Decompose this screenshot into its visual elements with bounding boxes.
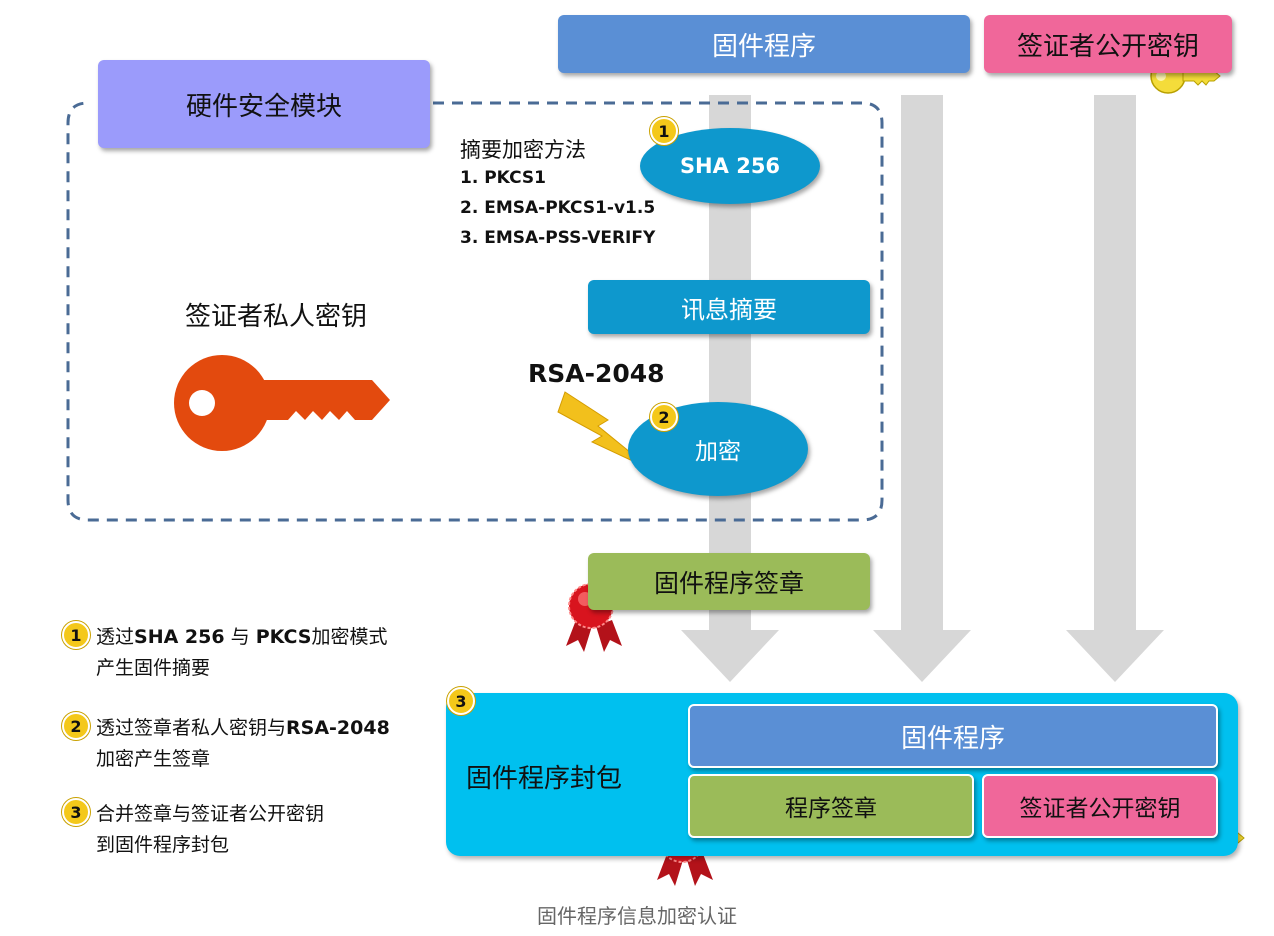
figure-caption: 固件程序信息加密认证 [537, 904, 737, 928]
legend-step-1-pkcs: PKCS [255, 626, 312, 648]
package-public-key-label: 签证者公开密钥 [1019, 796, 1181, 822]
legend-step-3-line-2: 到固件程序封包 [96, 834, 230, 856]
legend-badge-1: 1 [62, 621, 90, 649]
package-title: 固件程序封包 [466, 764, 623, 794]
legend-step-1-post: 加密模式 [311, 626, 388, 648]
rsa-label: RSA-2048 [528, 359, 665, 388]
digest-method-3: 3. EMSA-PSS-VERIFY [460, 228, 656, 248]
firmware-signature-label: 固件程序签章 [653, 568, 804, 598]
package-public-key-box: 签证者公开密钥 [982, 774, 1218, 838]
public-key-box-top: 签证者公开密钥 [984, 15, 1232, 73]
legend-step-1-line-1: 透过SHA 256 与 PKCS加密模式 [96, 622, 387, 649]
legend-step-1-line-2: 产生固件摘要 [96, 657, 211, 679]
step-badge-2: 2 [650, 403, 678, 431]
digest-method-1: 1. PKCS1 [460, 168, 546, 188]
message-digest-label: 讯息摘要 [681, 295, 777, 324]
step-badge-3: 3 [447, 687, 475, 715]
arrow-firmware-path [681, 95, 779, 682]
digest-method-2: 2. EMSA-PKCS1-v1.5 [460, 198, 656, 218]
legend-badge-2: 2 [62, 712, 90, 740]
legend-step-2-pre: 透过签章者私人密钥与 [96, 717, 287, 739]
step-badge-1: 1 [650, 117, 678, 145]
message-digest-box: 讯息摘要 [588, 280, 870, 334]
legend-step-1-pre: 透过 [96, 626, 135, 648]
legend-badge-3: 3 [62, 798, 90, 826]
legend-step-2-line-1: 透过签章者私人密钥与RSA-2048 [96, 713, 390, 740]
legend-step-2-line-2: 加密产生签章 [96, 748, 211, 770]
arrow-firmware-direct [873, 95, 971, 682]
public-key-box-top-label: 签证者公开密钥 [1016, 31, 1199, 62]
package-firmware-label: 固件程序 [900, 723, 1005, 754]
package-signature-label: 程序签章 [785, 796, 877, 822]
legend-step-1-mid: 与 [224, 626, 256, 648]
private-key-label: 签证者私人密钥 [185, 302, 368, 332]
package-signature-box: 程序签章 [688, 774, 974, 838]
firmware-box-top-label: 固件程序 [711, 31, 816, 62]
legend-step-2-rsa: RSA-2048 [286, 717, 390, 739]
private-key-icon [174, 355, 390, 451]
firmware-signature-box: 固件程序签章 [588, 553, 870, 610]
sha256-label: SHA 256 [679, 154, 781, 178]
hsm-title: 硬件安全模块 [185, 91, 342, 122]
arrow-public-key [1066, 95, 1164, 682]
hsm-title-box: 硬件安全模块 [98, 60, 430, 148]
encrypt-label: 加密 [695, 439, 741, 465]
lightning-icon [557, 391, 653, 471]
digest-method-title: 摘要加密方法 [460, 138, 586, 162]
package-firmware-box: 固件程序 [688, 704, 1218, 768]
legend-step-3-line-1: 合并签章与签证者公开密钥 [96, 803, 325, 825]
gray-arrows [681, 95, 1164, 682]
legend-step-1-sha: SHA 256 [134, 626, 225, 648]
hsm-dashed-border [66, 101, 884, 522]
firmware-box-top: 固件程序 [558, 15, 970, 73]
